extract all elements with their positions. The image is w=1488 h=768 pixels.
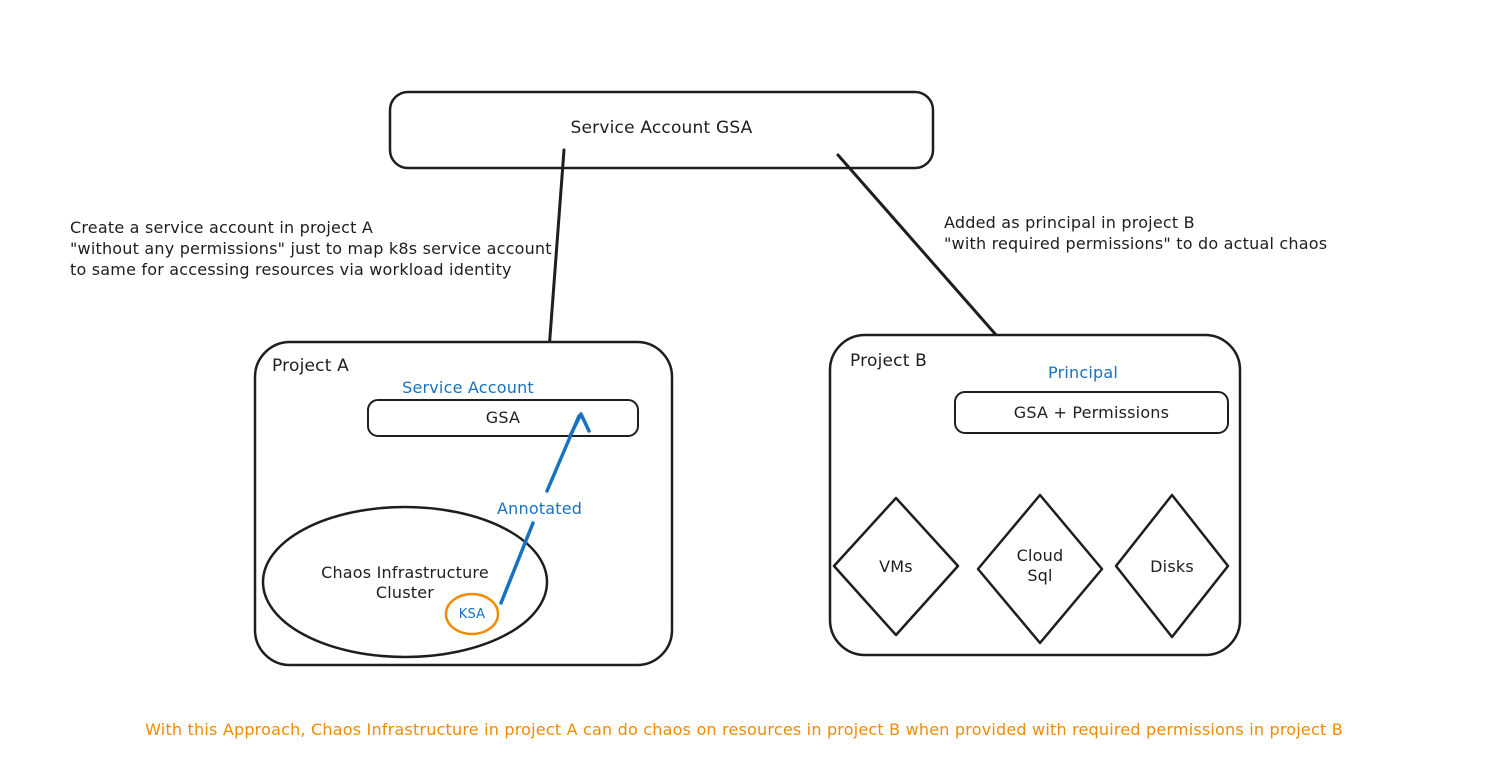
- ksa-label: KSA: [458, 607, 486, 622]
- principal-label: Principal: [1048, 363, 1118, 382]
- service-account-label: Service Account: [402, 378, 534, 397]
- gsa-permissions-label: GSA + Permissions: [1013, 403, 1170, 422]
- chaos-cluster-label: Chaos Infrastructure Cluster: [321, 563, 489, 602]
- left-note: Create a service account in project A "w…: [70, 218, 552, 279]
- project-b-title: Project B: [850, 351, 928, 371]
- gsa-box: [367, 399, 639, 437]
- vms-label: VMs: [879, 557, 913, 576]
- disks-label: Disks: [1150, 557, 1194, 576]
- annotated-arrow-head: [568, 412, 591, 438]
- annotated-label: Annotated: [497, 499, 583, 518]
- arrow-to-project-a: [545, 148, 566, 379]
- annotated-arrow-lower: [499, 521, 535, 605]
- project-a-title: Project A: [272, 356, 349, 376]
- cloud-sql-label: Cloud Sql: [1016, 546, 1064, 585]
- gsa-permissions-box: [954, 391, 1229, 434]
- service-account-gsa-label: Service Account GSA: [570, 118, 753, 138]
- disks-diamond: [1114, 493, 1230, 639]
- cloud-sql-diamond: [976, 493, 1104, 645]
- right-note: Added as principal in project B "with re…: [944, 213, 1328, 253]
- ksa-circle: [444, 592, 500, 636]
- chaos-cluster-ellipse: [261, 505, 549, 659]
- vms-diamond: [832, 496, 960, 637]
- gsa-box-label: GSA: [485, 408, 521, 427]
- service-account-gsa-box: [388, 90, 935, 170]
- footer-note: With this Approach, Chaos Infrastructure…: [145, 720, 1343, 739]
